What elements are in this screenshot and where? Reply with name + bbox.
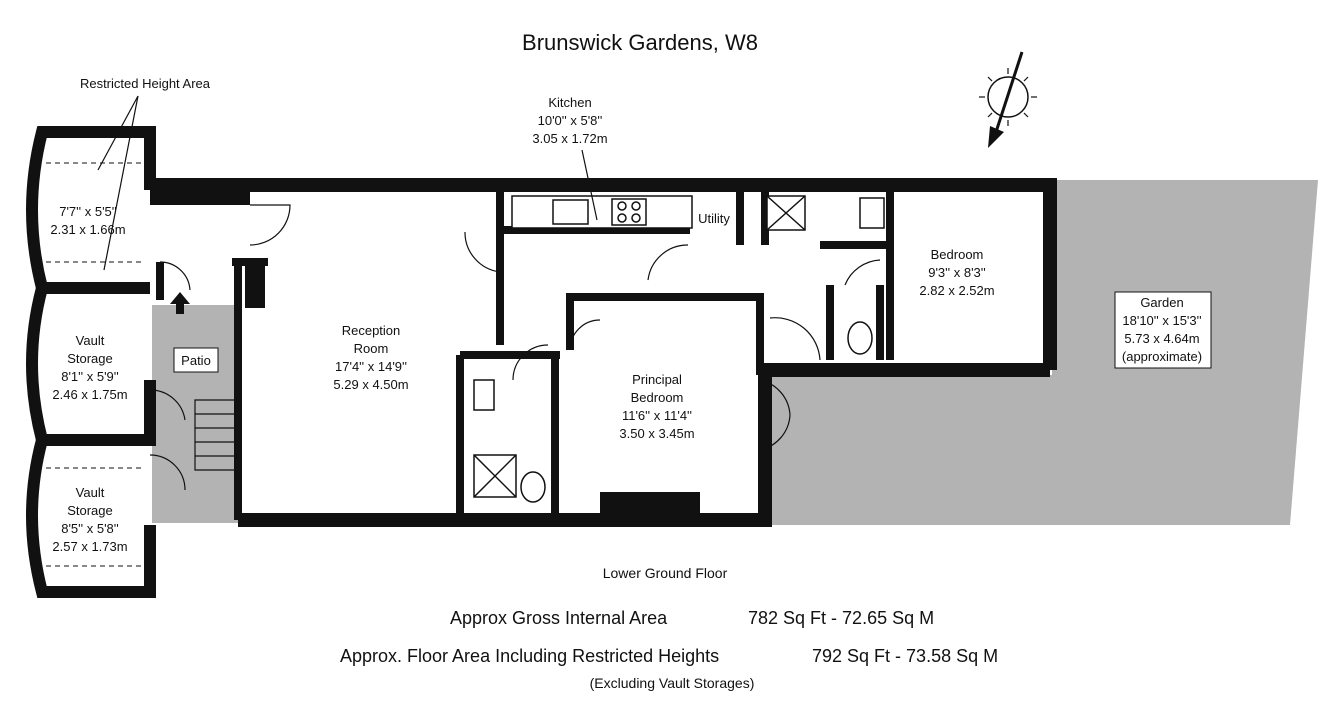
svg-text:Storage: Storage (67, 351, 113, 366)
garden-area (765, 180, 1318, 525)
garden-label: Garden 18'10'' x 15'3'' 5.73 x 4.64m (ap… (1122, 295, 1202, 364)
gross-area-label: Approx Gross Internal Area (450, 608, 668, 628)
area-note: (Excluding Vault Storages) (590, 675, 755, 691)
restricted-area-value: 792 Sq Ft - 73.58 Sq M (812, 646, 998, 666)
svg-text:8'5'' x 5'8'': 8'5'' x 5'8'' (61, 521, 119, 536)
bedroom-label: Bedroom 9'3'' x 8'3'' 2.82 x 2.52m (919, 247, 994, 298)
vault-walls (26, 126, 156, 598)
svg-text:10'0'' x 5'8'': 10'0'' x 5'8'' (538, 113, 603, 128)
svg-text:17'4'' x 14'9'': 17'4'' x 14'9'' (335, 359, 407, 374)
svg-text:3.50 x 3.45m: 3.50 x 3.45m (619, 426, 694, 441)
kitchen-label: Kitchen 10'0'' x 5'8'' 3.05 x 1.72m (532, 95, 607, 146)
garden-label-box (1114, 291, 1212, 369)
svg-text:2.46 x 1.75m: 2.46 x 1.75m (52, 387, 127, 402)
shower-room-fittings (473, 379, 546, 503)
reception-label: Reception Room 17'4'' x 14'9'' 5.29 x 4.… (333, 323, 408, 392)
principal-bedroom-label: Principal Bedroom 11'6'' x 11'4'' 3.50 x… (619, 372, 694, 441)
compass-icon (979, 51, 1037, 148)
toilet-icon (520, 471, 546, 503)
svg-text:(approximate): (approximate) (1122, 349, 1202, 364)
svg-text:2.57 x 1.73m: 2.57 x 1.73m (52, 539, 127, 554)
svg-text:11'6'' x 11'4'': 11'6'' x 11'4'' (622, 408, 692, 423)
patio-label: Patio (181, 353, 211, 368)
toilet-icon (847, 321, 873, 355)
svg-text:3.05 x 1.72m: 3.05 x 1.72m (532, 131, 607, 146)
ensuite-fittings (766, 195, 885, 355)
svg-text:Room: Room (354, 341, 389, 356)
basin-icon (859, 197, 885, 229)
plan-title: Brunswick Gardens, W8 (522, 30, 758, 55)
outer-walls (150, 178, 1057, 527)
vault-top-label: 7'7'' x 5'5'' 2.31 x 1.66m (50, 204, 125, 237)
svg-text:5.73 x 4.64m: 5.73 x 4.64m (1124, 331, 1199, 346)
corridor-wall (150, 185, 250, 205)
svg-text:Bedroom: Bedroom (631, 390, 684, 405)
utility-label: Utility (698, 211, 730, 226)
staircase (194, 399, 236, 471)
chimney-block (245, 258, 265, 308)
svg-text:Garden: Garden (1140, 295, 1183, 310)
svg-text:2.82 x 2.52m: 2.82 x 2.52m (919, 283, 994, 298)
kitchen-pointer (581, 149, 598, 221)
svg-text:Kitchen: Kitchen (548, 95, 591, 110)
basin-icon (473, 379, 495, 411)
wall-block (600, 492, 700, 520)
restricted-area-label: Approx. Floor Area Including Restricted … (340, 646, 719, 666)
patio-label-box (173, 347, 219, 373)
svg-text:7'7'' x 5'5'': 7'7'' x 5'5'' (59, 204, 117, 219)
svg-text:Reception: Reception (342, 323, 401, 338)
gross-area-value: 782 Sq Ft - 72.65 Sq M (748, 608, 934, 628)
door-swings (149, 204, 881, 491)
restricted-height-label: Restricted Height Area (80, 76, 211, 91)
vault-bot-label: Vault Storage 8'5'' x 5'8'' 2.57 x 1.73m (52, 485, 127, 554)
vault-mid-label: Vault Storage 8'1'' x 5'9'' 2.46 x 1.75m (52, 333, 127, 402)
svg-text:Vault: Vault (76, 333, 105, 348)
floor-label: Lower Ground Floor (603, 565, 728, 581)
entrance-arrow-icon (170, 292, 190, 314)
svg-text:Bedroom: Bedroom (931, 247, 984, 262)
svg-text:Vault: Vault (76, 485, 105, 500)
svg-text:5.29 x 4.50m: 5.29 x 4.50m (333, 377, 408, 392)
svg-text:9'3'' x 8'3'': 9'3'' x 8'3'' (928, 265, 986, 280)
sink-icon (552, 199, 589, 225)
svg-text:8'1'' x 5'9'': 8'1'' x 5'9'' (61, 369, 119, 384)
restricted-pointer-lines (97, 95, 139, 271)
restricted-height-dashes (46, 162, 144, 567)
svg-text:2.31 x 1.66m: 2.31 x 1.66m (50, 222, 125, 237)
kitchen-fittings (511, 195, 693, 229)
svg-text:18'10'' x 15'3'': 18'10'' x 15'3'' (1122, 313, 1201, 328)
hob-icon (611, 198, 647, 226)
interior-walls (156, 190, 894, 520)
svg-text:Storage: Storage (67, 503, 113, 518)
svg-text:Principal: Principal (632, 372, 682, 387)
